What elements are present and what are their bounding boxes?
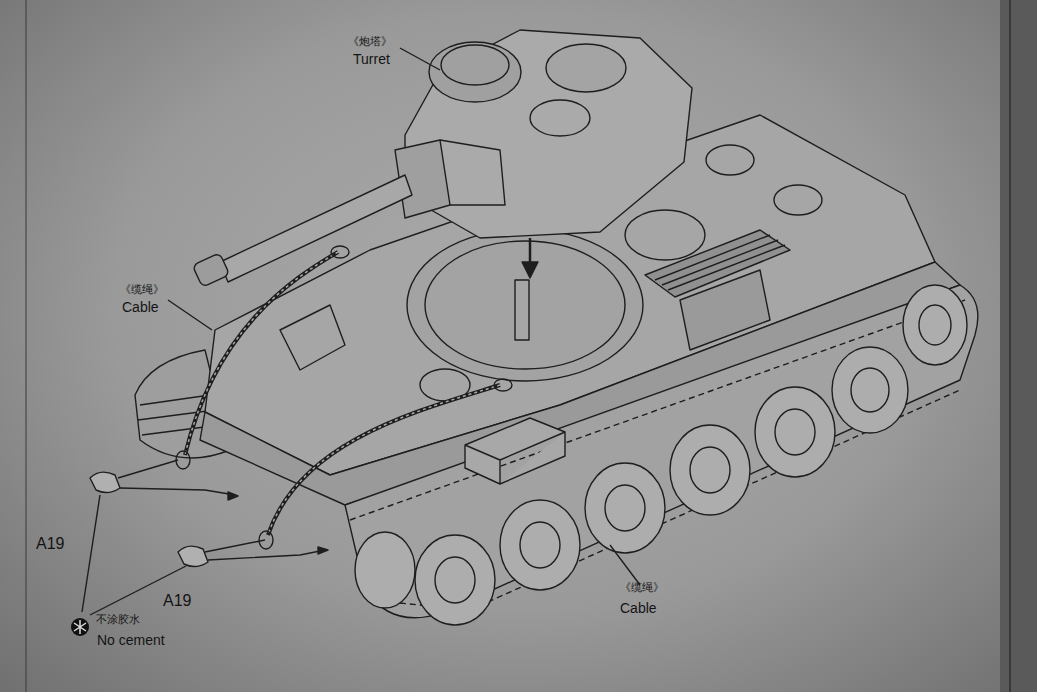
part-name: Cable xyxy=(122,299,159,315)
part-name-cn: 《缆绳》 xyxy=(620,582,664,595)
part-name-cn: 《缆绳》 xyxy=(120,284,164,297)
callout-number: A19 xyxy=(163,592,191,610)
note-text: No cement xyxy=(97,632,165,648)
part-name-cn: 《炮塔》 xyxy=(348,36,392,49)
no-cement-symbol xyxy=(71,618,89,636)
part-name: Turret xyxy=(353,51,390,67)
note-text-cn: 不涂胶水 xyxy=(96,614,140,627)
callout-number: A19 xyxy=(36,535,64,553)
part-name: Cable xyxy=(620,600,657,616)
